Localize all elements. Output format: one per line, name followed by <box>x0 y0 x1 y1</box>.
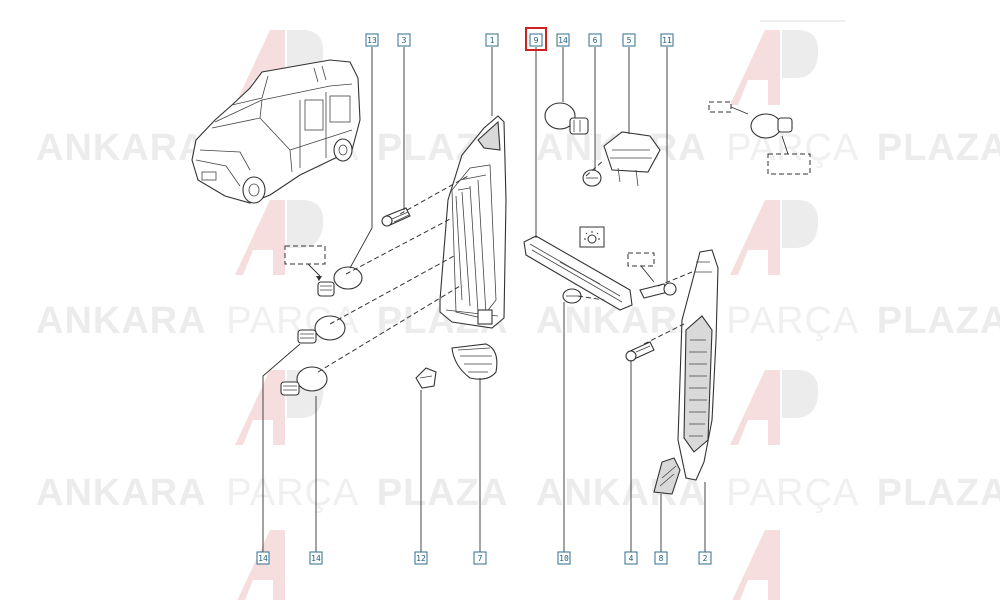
svg-text:10: 10 <box>559 554 569 563</box>
svg-text:6: 6 <box>593 36 598 45</box>
part-2-side-lamp <box>677 249 719 481</box>
watermark-logo <box>730 200 819 275</box>
callout-10[interactable]: 10 <box>557 551 571 565</box>
svg-text:8: 8 <box>659 554 664 563</box>
callout-14-top[interactable]: 14 <box>556 33 570 47</box>
watermark-word-2: PARÇA <box>226 472 359 514</box>
watermark-logo <box>235 530 285 604</box>
part-1-tail-lamp <box>439 115 507 329</box>
watermark-word-1: ANKARA <box>36 300 207 342</box>
watermark-texts: ANKARA PARÇA PLAZA ANKARA PARÇA PLAZA AN… <box>36 127 1000 514</box>
assembly-lines <box>317 159 693 373</box>
svg-text:3: 3 <box>402 36 407 45</box>
watermark-logo <box>730 30 819 105</box>
svg-text:2: 2 <box>703 554 708 563</box>
svg-text:4: 4 <box>629 554 634 563</box>
watermark-word-2: PARÇA <box>726 127 859 169</box>
svg-text:13: 13 <box>367 36 377 45</box>
part-12-clip <box>415 367 437 389</box>
svg-text:9: 9 <box>534 36 539 45</box>
light-symbol-icon <box>579 226 605 248</box>
svg-text:1: 1 <box>490 36 495 45</box>
callout-9-highlighted[interactable]: 9 <box>525 27 547 51</box>
svg-text:ANKARA PARÇA PLAZA: ANKARA PARÇA PLAZA <box>36 300 508 342</box>
callout-6[interactable]: 6 <box>588 33 602 47</box>
svg-text:14: 14 <box>311 554 321 563</box>
callout-3[interactable]: 3 <box>397 33 411 47</box>
svg-text:12: 12 <box>416 554 426 563</box>
part-14-bulb-c <box>544 102 589 135</box>
callout-14-bottom-left[interactable]: 14 <box>256 551 270 565</box>
watermark-word-3: PLAZA <box>377 472 509 514</box>
svg-text:ANKARA PARÇA PLAZA: ANKARA PARÇA PLAZA <box>536 300 1000 342</box>
callout-5[interactable]: 5 <box>622 33 636 47</box>
callout-1[interactable]: 1 <box>485 33 499 47</box>
svg-text:7: 7 <box>478 554 483 563</box>
part-13-bulb <box>284 245 363 297</box>
svg-text:5: 5 <box>627 36 632 45</box>
part-6-bulb <box>582 169 602 187</box>
svg-text:14: 14 <box>558 36 568 45</box>
watermark-word-1: ANKARA <box>36 127 207 169</box>
watermark-logo <box>730 370 819 445</box>
watermark-word-1: ANKARA <box>536 472 707 514</box>
part-14-bulb-b <box>280 366 328 396</box>
callout-12[interactable]: 12 <box>414 551 428 565</box>
svg-text:ANKARA PARÇA PLAZA: ANKARA PARÇA PLAZA <box>36 472 508 514</box>
callout-2[interactable]: 2 <box>698 551 712 565</box>
watermark-word-1: ANKARA <box>36 472 207 514</box>
callout-7[interactable]: 7 <box>473 551 487 565</box>
svg-text:14: 14 <box>258 554 268 563</box>
leader-lines <box>262 47 706 552</box>
watermark-logo <box>730 530 780 604</box>
callout-14-bottom[interactable]: 14 <box>309 551 323 565</box>
callout-8[interactable]: 8 <box>654 551 668 565</box>
svg-text:11: 11 <box>662 36 672 45</box>
watermark-word-2: PARÇA <box>726 472 859 514</box>
watermark-word-3: PLAZA <box>877 300 1000 342</box>
callout-13[interactable]: 13 <box>365 33 379 47</box>
watermark-word-2: PARÇA <box>726 300 859 342</box>
callout-4[interactable]: 4 <box>624 551 638 565</box>
van-illustration <box>191 59 361 204</box>
part-9-brake-light <box>523 235 633 311</box>
part-7-reflector <box>451 343 498 380</box>
callout-11[interactable]: 11 <box>660 33 674 47</box>
watermark-logo <box>235 200 324 275</box>
part-3-screw <box>381 207 411 227</box>
svg-text:ANKARA PARÇA PLAZA: ANKARA PARÇA PLAZA <box>536 472 1000 514</box>
watermark-word-3: PLAZA <box>877 472 1000 514</box>
part-4-screw <box>625 252 677 362</box>
part-11-bulb <box>708 101 811 175</box>
watermark-word-3: PLAZA <box>877 127 1000 169</box>
part-5-side-light <box>603 131 661 187</box>
part-8-reflector <box>653 457 681 495</box>
part-14-bulb-a <box>297 315 346 344</box>
callouts: 13 3 1 9 14 6 5 11 <box>256 27 712 565</box>
